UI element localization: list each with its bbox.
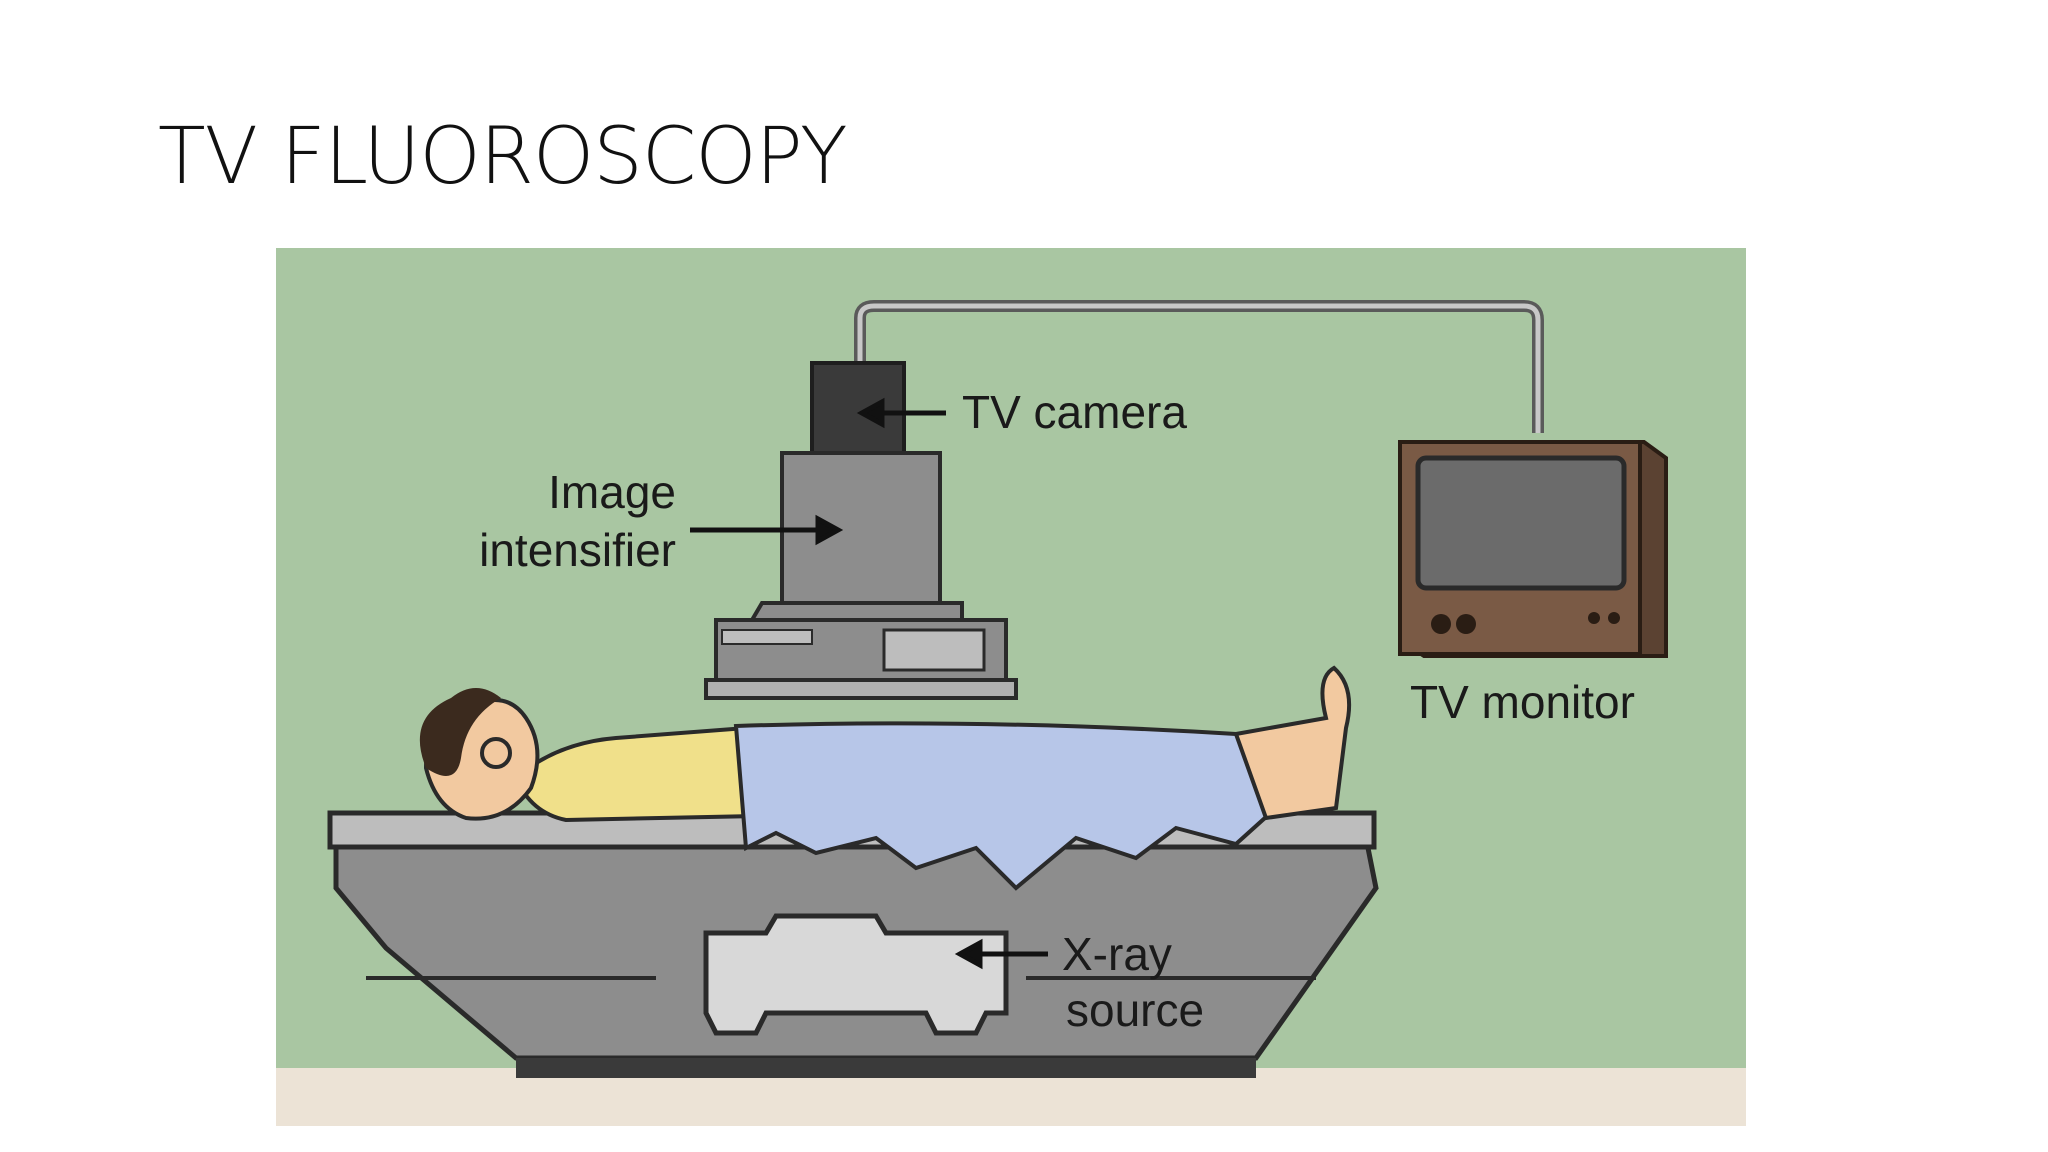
patient bbox=[419, 665, 1352, 891]
image-intensifier bbox=[704, 451, 1018, 700]
label-xray-source-line2: source bbox=[1066, 984, 1204, 1036]
tv-camera bbox=[810, 361, 906, 455]
label-xray-source-line1: X-ray bbox=[1062, 928, 1172, 980]
label-tv-camera: TV camera bbox=[962, 386, 1187, 438]
xray-source bbox=[703, 913, 1009, 1036]
label-tv-monitor: TV monitor bbox=[1410, 676, 1635, 728]
label-image-intensifier-line2: intensifier bbox=[479, 524, 676, 576]
tv-monitor bbox=[1398, 440, 1668, 658]
slide-title: TV FLUOROSCOPY bbox=[158, 112, 848, 202]
fluoroscopy-illustration: TV camera Image intensifier TV monitor X… bbox=[276, 248, 1746, 1126]
pointer-arrows bbox=[690, 397, 1048, 970]
label-image-intensifier-line1: Image bbox=[548, 466, 676, 518]
